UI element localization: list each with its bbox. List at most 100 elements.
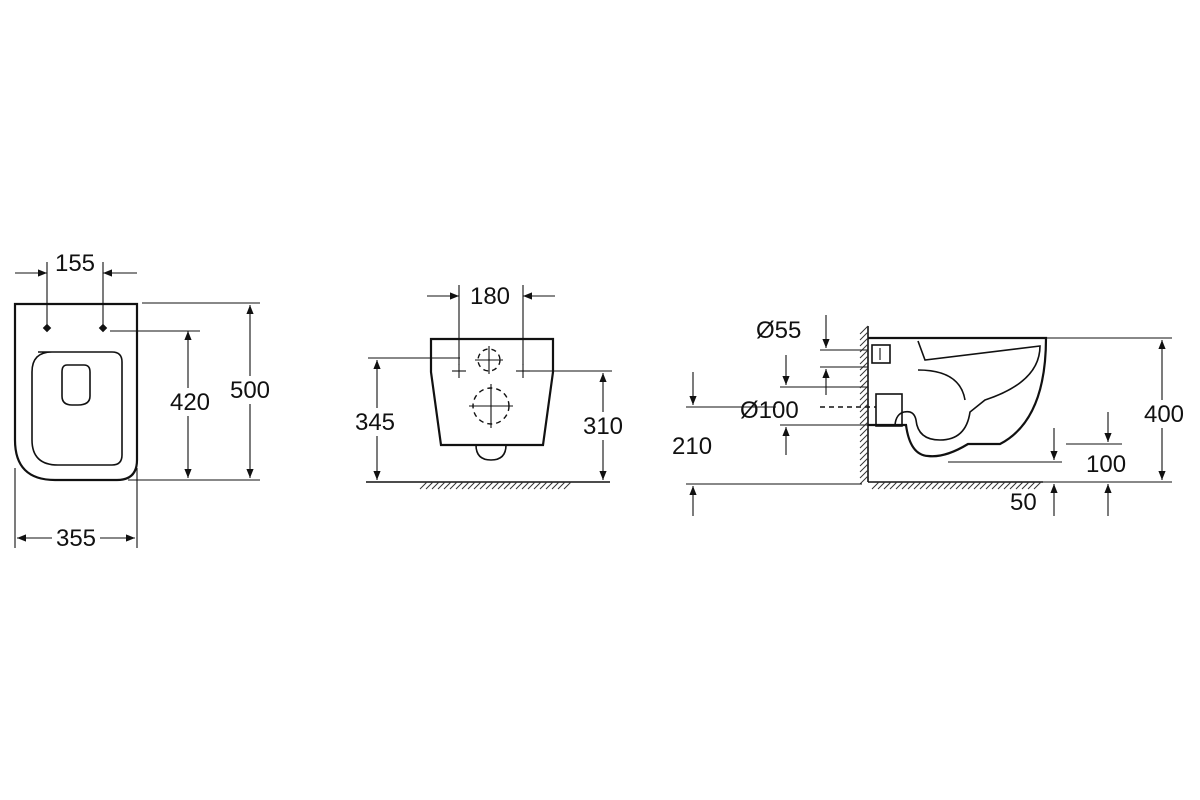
hatch-line <box>883 481 892 490</box>
floor-hatch <box>871 481 1042 490</box>
trapway <box>917 369 966 401</box>
hatch-line <box>937 481 946 490</box>
hatch-line <box>545 481 554 490</box>
dim-hole-spacing: 155 <box>55 250 95 277</box>
hatch-line <box>859 337 869 347</box>
outlet-connector <box>875 393 903 427</box>
hatch-line <box>859 451 869 461</box>
hatch-line <box>1009 481 1018 490</box>
bowl-interior <box>894 340 1041 441</box>
seat-opening <box>31 351 123 466</box>
hatch-line <box>961 481 970 490</box>
hatch-line <box>919 481 928 490</box>
inner-bowl-opening <box>61 364 91 406</box>
bowl-top-outline <box>13 302 139 482</box>
hatch-line <box>473 481 482 490</box>
hatch-line <box>871 481 880 490</box>
hatch-line <box>1021 481 1030 490</box>
hatch-line <box>419 481 428 490</box>
hatch-line <box>859 415 869 425</box>
mounting-hole-left <box>42 323 52 333</box>
hatch-line <box>931 481 940 490</box>
dim-width: 355 <box>56 525 96 552</box>
hatch-line <box>859 457 869 467</box>
hatch-line <box>1015 481 1024 490</box>
hatch-line <box>479 481 488 490</box>
hatch-line <box>889 481 898 490</box>
hatch-line <box>455 481 464 490</box>
dim-hole-to-front: 420 <box>170 389 210 416</box>
hatch-line <box>943 481 952 490</box>
hatch-line <box>859 391 869 401</box>
hatch-line <box>521 481 530 490</box>
hatch-line <box>527 481 536 490</box>
hatch-line <box>967 481 976 490</box>
hatch-line <box>859 469 869 479</box>
side-view: Ø55 Ø100 210 400 100 50 <box>672 315 1188 516</box>
dim-floor-offset: 50 <box>1010 489 1037 516</box>
hatch-line <box>485 481 494 490</box>
hatch-line <box>497 481 506 490</box>
hatch-line <box>973 481 982 490</box>
hatch-line <box>539 481 548 490</box>
dim-bolt-to-floor: 310 <box>583 413 623 440</box>
hatch-line <box>859 361 869 371</box>
floor-hatch <box>419 481 572 490</box>
bolt-hole-left <box>452 364 466 378</box>
dim-base-clearance: 100 <box>1086 451 1126 478</box>
hatch-line <box>991 481 1000 490</box>
hatch-line <box>979 481 988 490</box>
hatch-line <box>859 433 869 443</box>
hatch-line <box>515 481 524 490</box>
hatch-line <box>859 427 869 437</box>
hatch-line <box>859 397 869 407</box>
hatch-line <box>503 481 512 490</box>
hatch-line <box>859 373 869 383</box>
bowl-side-outline <box>868 336 1048 458</box>
hatch-line <box>533 481 542 490</box>
hatch-line <box>557 481 566 490</box>
hatch-line <box>859 367 869 377</box>
top-view: 155 420 500 355 <box>13 250 272 552</box>
hatch-line <box>443 481 452 490</box>
hatch-line <box>431 481 440 490</box>
hatch-line <box>437 481 446 490</box>
bowl-rear-outline <box>429 337 555 447</box>
dim-top-to-floor: 345 <box>355 409 395 436</box>
hatch-line <box>859 349 869 359</box>
hatch-line <box>859 445 869 455</box>
hatch-line <box>859 463 869 473</box>
wall-hatch <box>859 325 869 485</box>
hatch-line <box>859 475 869 485</box>
hatch-line <box>859 409 869 419</box>
dim-length: 500 <box>230 377 270 404</box>
hatch-line <box>925 481 934 490</box>
hatch-line <box>859 325 869 335</box>
hatch-line <box>949 481 958 490</box>
hatch-line <box>449 481 458 490</box>
dim-outlet-diameter: Ø100 <box>740 397 799 424</box>
hatch-line <box>563 481 572 490</box>
hatch-line <box>509 481 518 490</box>
dim-bolt-spacing: 180 <box>470 283 510 310</box>
hatch-line <box>901 481 910 490</box>
hatch-line <box>913 481 922 490</box>
hatch-line <box>1033 481 1042 490</box>
hatch-line <box>997 481 1006 490</box>
hatch-line <box>467 481 476 490</box>
hatch-line <box>985 481 994 490</box>
rear-view: 180 345 310 <box>350 283 628 490</box>
hatch-line <box>425 481 434 490</box>
inlet-connector <box>871 344 891 364</box>
hatch-line <box>461 481 470 490</box>
mounting-hole-right <box>98 323 108 333</box>
dim-outlet-height: 210 <box>672 433 712 460</box>
hatch-line <box>859 421 869 431</box>
outlet-spigot <box>475 444 507 461</box>
hatch-line <box>551 481 560 490</box>
dim-rim-height: 400 <box>1144 401 1184 428</box>
dim-inlet-diameter: Ø55 <box>756 317 801 344</box>
hatch-line <box>1003 481 1012 490</box>
hatch-line <box>859 439 869 449</box>
hatch-line <box>1027 481 1036 490</box>
